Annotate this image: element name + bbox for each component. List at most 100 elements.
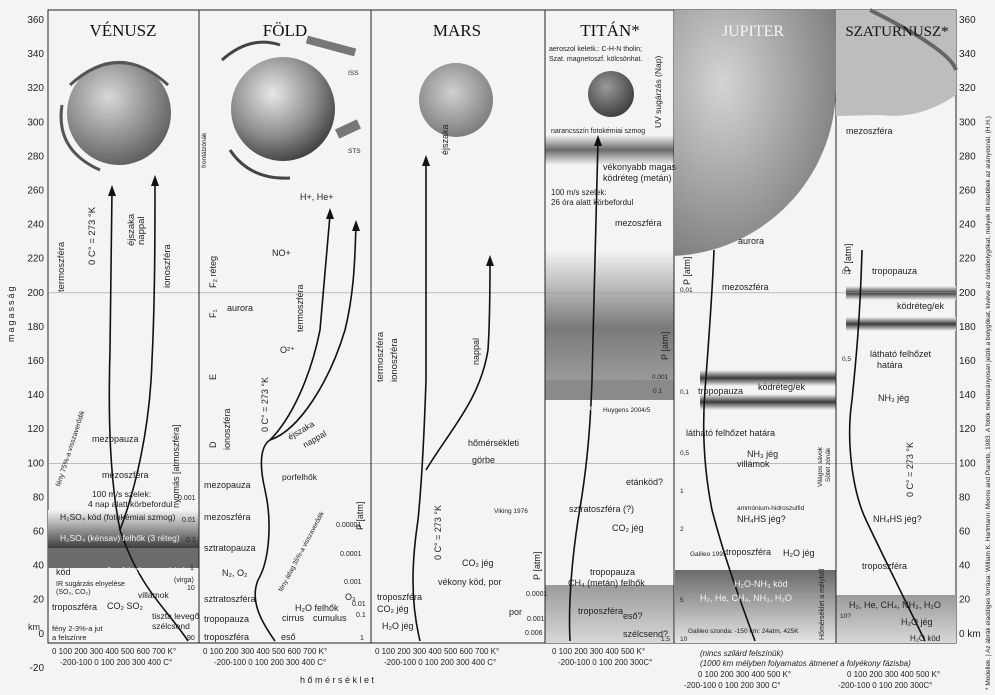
jupiter-deep-layer [675,570,836,643]
venus-curve-night [108,189,189,642]
titan-winds-2: 26 óra alatt körbefordul [551,198,633,207]
venus-globe [67,61,171,165]
titan-methane-clouds: CH₄ (metán) felhők [568,578,645,588]
saturn-troposphere: troposzféra [862,561,907,571]
titan-high-haze-2: ködréteg (metán) [603,173,672,183]
titan-co2-ice: CO₂ jég [612,523,644,533]
titan-curve [568,139,599,642]
saturn-water-ice: H₂O jég [901,617,933,627]
mars-water-ice: H₂O jég [382,621,414,631]
titan-p-01: 0.1 [653,388,662,395]
jupiter-water-ammonia: H₂O-NH₃ köd [734,579,788,589]
mars-arrow-2 [486,255,494,266]
jupiter-dark-zones: Sötét zónák [825,447,832,482]
earth-cirrus: cirrus [282,613,304,623]
sts-icon [335,119,361,139]
titan-smog-band [545,135,674,165]
left-tick-label: 280 [27,151,44,162]
left-tick-label: 360 [27,15,44,26]
saturn-p-10: 10? [840,613,851,620]
venus-termosphere: termoszféra [56,241,67,292]
earth-temp-k: 0 100 200 300 400 500 600 700 K° [203,647,327,656]
earth-p-0001: 0.0001 [340,551,362,558]
earth-tropopause: tropopauza [204,614,249,624]
jupiter-p-1: 1 [680,488,684,495]
venus-ir-1: IR sugárzás elnyelése [56,581,125,588]
venus-p-10: 10 [187,585,195,592]
left-tick-label: 180 [27,322,44,333]
left-tick-label: 0 [38,629,44,640]
jupiter-water-ice: H₂O jég [783,548,815,558]
venus-night: éjszaka [126,213,137,246]
earth-zero: 0 C° = 273 °K [260,377,270,432]
titan-lower-band [545,585,674,643]
saturn-curve [848,249,926,642]
venus-zero: 0 C° = 273 °K [87,206,98,265]
jupiter-nh4hs: NH₄HS jég? [737,514,786,524]
venus-p-0001: 0.001 [178,495,196,502]
earth-f2: F₂ réteg [208,256,218,288]
venus-haze-band [48,548,199,568]
saturn-haze: ködréteg/ek [897,301,945,311]
mars-night: éjszaka [440,124,450,155]
earth-mesopause: mezopauza [204,480,251,490]
titan-arrow [594,135,602,146]
left-tick-label: 100 [27,458,44,469]
mars-temp-c: -200-100 0 100 200 300 400 C° [384,658,496,667]
jupiter-p-10: 10 [680,636,688,643]
titan-haze-gradient [545,250,674,380]
earth-n2o2: N₂, O₂ [222,568,248,578]
planet-images [59,8,958,256]
mars-temp-curve-1: hőmérsékleti [468,438,519,448]
jupiter-pressure-label: P [atm] [682,257,692,285]
right-tick-label: 200 [959,288,976,299]
titan-uv: UV sugárzás (Nap) [653,56,663,128]
jupiter-tropopause: tropopauza [698,386,743,396]
venus-day: nappal [136,216,147,245]
mars-day: nappal [471,338,481,365]
jupiter-heat-from-depth: Hőmérséklet a mélyből [819,568,826,640]
venus-rain: eső, a felszínt nem éri el [98,566,185,575]
earth-e: E [208,374,218,380]
venus-surface-light-2: a felszínre [52,633,87,642]
titan-ethane-haze: etánköd? [626,477,663,487]
titan-calm: szélcsend? [623,629,668,639]
mars-viking: Viking 1976 [494,508,528,515]
mars-p-0006: 0.006 [525,630,543,637]
km-label: km [28,622,40,632]
jupiter-haze: ködréteg/ek [758,382,806,392]
titan-aerosol-2: Szat. magnetoszf. kölcsönhat. [549,56,642,63]
right-tick-label: 360 [959,15,976,26]
earth-globe [231,57,335,161]
titan-p-15: 1.5 [661,636,670,643]
venus-surface-light-1: fény 2-3%-a jut [52,624,103,633]
saturn-p-01: 0,1 [842,269,851,276]
earth-temp-c: -200-100 0 100 200 300 400 C° [214,658,326,667]
venus-smog: H₂SO₄ köd (fotokémiai szmog) [60,512,176,522]
venus-haze: köd [56,567,71,577]
right-tick-label: 160 [959,356,976,367]
tick-labels: 3603403203002802602402202001801601401201… [27,15,980,674]
earth-f1: F₁ [208,309,218,318]
earth-stratosphere: sztratoszféra [204,594,256,604]
saturn-deep-layer [836,595,956,643]
title-titan: TITÁN* [580,21,639,40]
venus-troposphere: troposzféra [52,602,97,612]
titan-aerosol-1: aeroszol keletk.: C-H-N tholin; [549,46,642,53]
mars-p-001: 0.001 [527,616,545,623]
titan-mesosphere: mezoszféra [615,218,662,228]
mars-dust: por [509,607,522,617]
earth-fronts: frontálzónák [201,132,208,168]
earth-o2plus: O²⁺ [280,345,295,355]
earth-iss: ISS [348,70,359,77]
mars-ionosphere: ionoszféra [389,337,400,382]
venus-co2so2: CO₂ SO₂ [107,601,143,611]
venus-mesopause: mezopauza [92,434,139,444]
venus-p-001: 0.01 [182,517,196,524]
earth-pressure-label: P [atm] [355,502,365,530]
right-tick-label: 80 [959,492,971,503]
left-tick-label: 80 [33,492,45,503]
venus-temp-k: 0 100 200 300 400 500 600 700 K° [52,647,176,656]
saturn-globe [836,10,956,116]
right-tick-label: 140 [959,390,976,401]
